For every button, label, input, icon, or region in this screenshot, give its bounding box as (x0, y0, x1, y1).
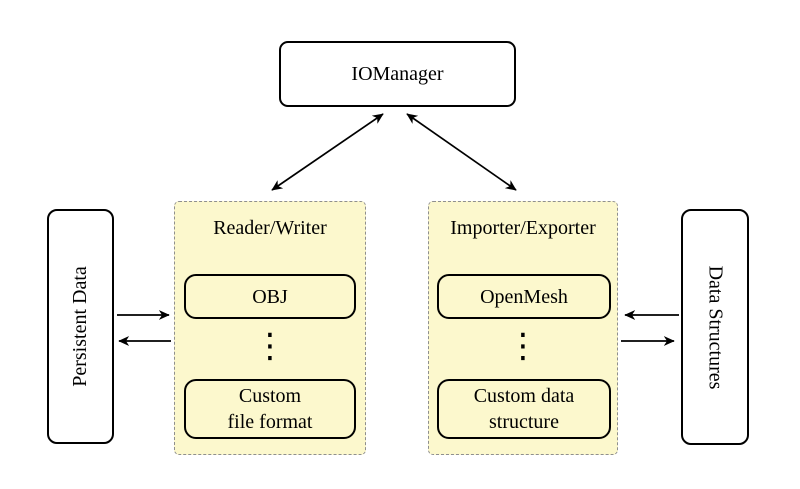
reader-writer-title: Reader/Writer (213, 217, 327, 239)
arrow-iomanager-reader-writer (271, 113, 384, 191)
data-structures-node: Data Structures (681, 209, 749, 445)
arrow-iomanager-importer-exporter (406, 113, 517, 191)
reader-writer-group: Reader/Writer OBJ ⋮ Custom file format (174, 201, 366, 455)
openmesh-label: OpenMesh (480, 285, 568, 308)
persistent-data-label: Persistent Data (69, 266, 91, 387)
iomanager-label: IOManager (351, 62, 444, 85)
custom-file-format-node: Custom file format (184, 379, 356, 439)
vertical-ellipsis: ⋮ (253, 326, 287, 366)
custom-data-structure-line2: structure (489, 411, 559, 433)
importer-exporter-title: Importer/Exporter (450, 217, 596, 239)
custom-file-format-line1: Custom (238, 385, 302, 407)
vertical-ellipsis: ⋮ (506, 326, 540, 366)
data-structures-label: Data Structures (704, 265, 727, 389)
iomanager-node: IOManager (279, 41, 516, 107)
custom-data-structure-node: Custom data structure (437, 379, 611, 439)
obj-label: OBJ (252, 285, 288, 308)
persistent-data-node: Persistent Data (47, 209, 114, 444)
openmesh-node: OpenMesh (437, 274, 611, 319)
importer-exporter-group: Importer/Exporter OpenMesh ⋮ Custom data… (428, 201, 618, 455)
custom-file-format-line2: file format (227, 411, 313, 433)
obj-node: OBJ (184, 274, 356, 319)
custom-data-structure-line1: Custom data (473, 385, 575, 407)
